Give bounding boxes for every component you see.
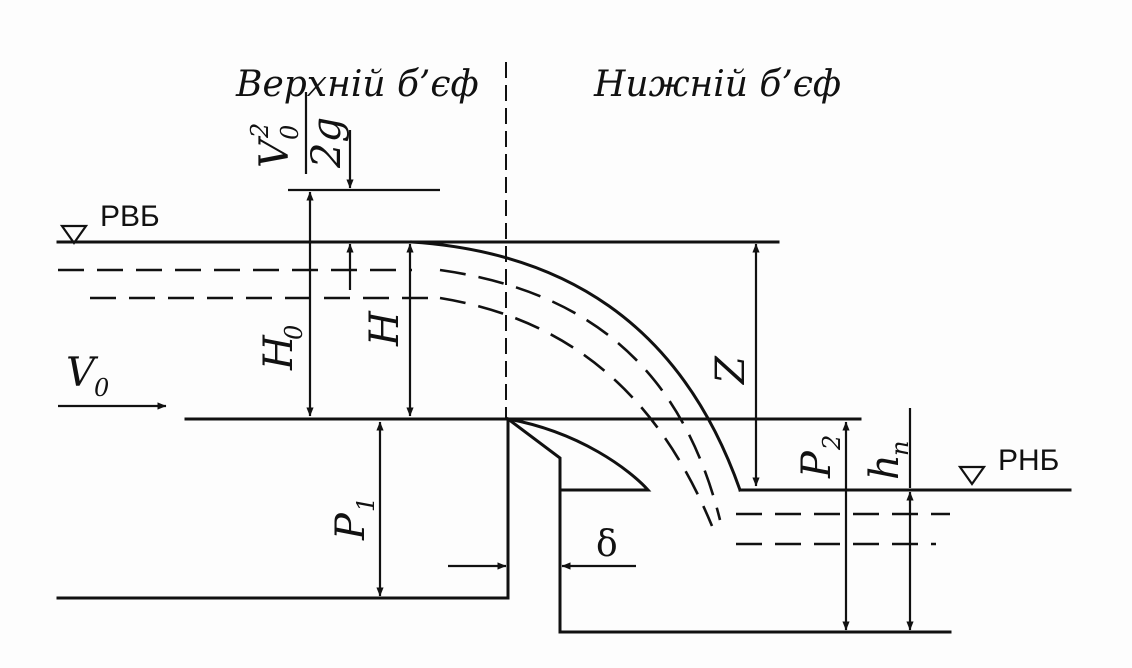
velocity-head-label: V 0 2 2g [246,92,350,174]
nappe-upper-surface [410,240,742,492]
velocity-head-numerator-sup: 2 [246,123,274,139]
upstream-level-triangle-icon [59,224,89,245]
upstream-height-label: P 1 [328,497,380,541]
total-head-sub: 0 [280,325,308,340]
crest-thickness-symbol: δ [596,524,618,565]
head-symbol: H [362,310,408,347]
weir-crest-profile [506,417,652,492]
upstream-level-label: РВБ [100,200,160,233]
tailwater-depth-symbol: h [862,454,908,480]
total-head-label: H 0 [256,325,308,371]
upstream-heading: Верхній б’єф [235,64,479,105]
upstream-height-sub: 1 [352,497,380,512]
total-head-symbol: H [256,334,302,371]
approach-velocity-sub: 0 [94,374,109,402]
downstream-level-label: РНБ [998,444,1059,477]
tailwater-depth-sub: п [886,441,914,456]
downstream-level-triangle-icon [957,465,987,486]
velocity-head-numerator-sub: 0 [276,125,304,140]
weir-upstream-face [56,417,510,600]
weir-downstream-face [505,416,952,634]
downstream-height-sub: 2 [818,435,846,451]
drop-label: Z [708,355,754,386]
upstream-height-symbol: P [328,512,374,541]
velocity-head-denominator: 2g [304,117,350,169]
velocity-head-numerator: V [252,135,298,168]
downstream-height-symbol: P [794,450,840,479]
approach-velocity-symbol: V [66,350,99,396]
drop-symbol: Z [708,355,754,386]
downstream-height-label: P 2 [794,435,846,479]
head-label: H [362,310,408,347]
tailwater-depth-label: h п [862,441,914,480]
nappe-dashed-2 [439,296,714,527]
downstream-heading: Нижній б’єф [593,64,841,105]
nappe-dashed-1 [439,268,722,521]
